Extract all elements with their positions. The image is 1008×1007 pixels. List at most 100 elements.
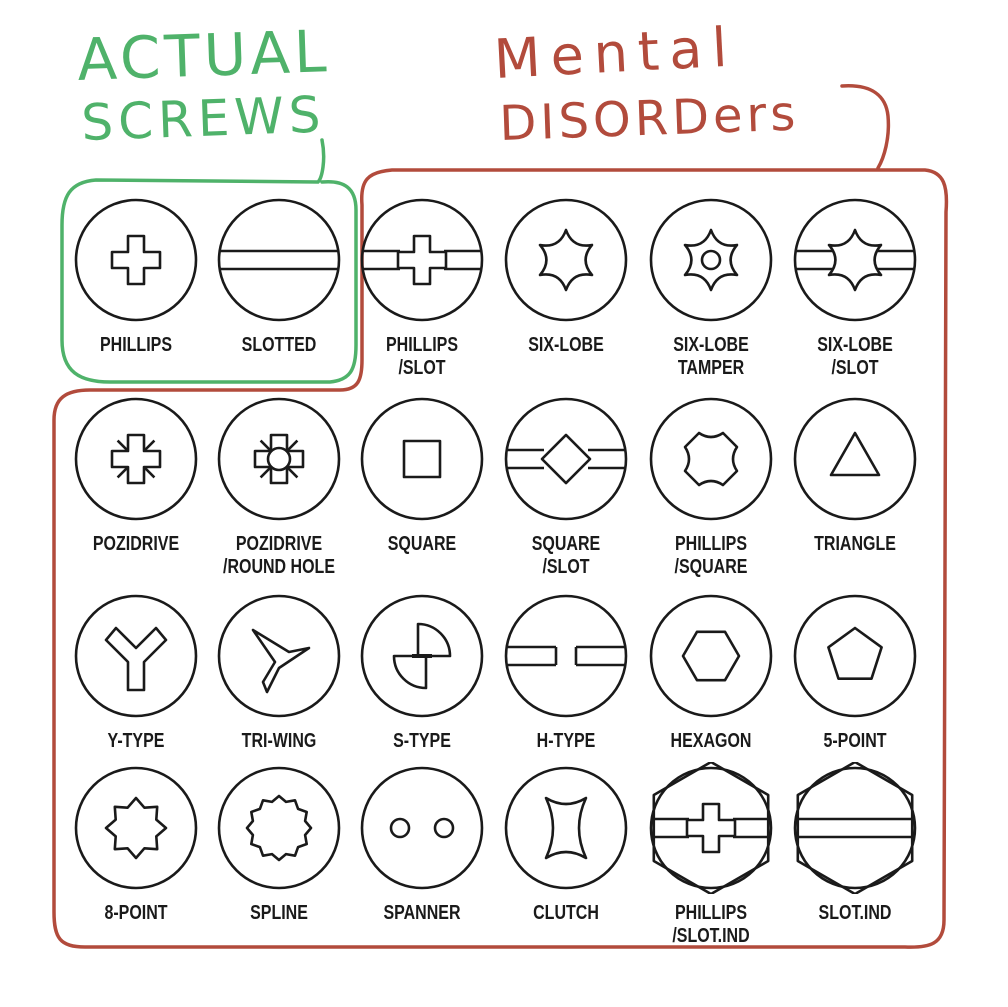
label-line: /SLOT.IND: [672, 925, 750, 947]
screw-head-s-type: S-TYPE: [352, 590, 492, 753]
spanner-icon: [360, 766, 484, 890]
eight-point-icon: [74, 766, 198, 890]
screw-head-label: PHILLIPS/SLOT.IND: [655, 902, 767, 948]
screw-head-pozidrive-round-hole: POZIDRIVE/ROUND HOLE: [209, 393, 349, 579]
label-line: PHILLIPS: [674, 902, 747, 924]
label-line: SIX-LOBE: [673, 334, 749, 356]
tri-wing-icon: [217, 594, 341, 718]
screw-head-label: 5-POINT: [799, 730, 911, 753]
screw-head-label: SPANNER: [366, 902, 478, 925]
label-line: /ROUND HOLE: [223, 556, 335, 578]
hexagon-icon: [649, 594, 773, 718]
screw-head-label: SQUARE: [366, 533, 478, 556]
screw-head-tri-wing: TRI-WING: [209, 590, 349, 753]
screw-head-label: SLOT.IND: [799, 902, 911, 925]
green-annotation-box: [60, 138, 358, 384]
screw-head-label: SIX-LOBE/SLOT: [799, 334, 911, 380]
screw-head-label: Y-TYPE: [80, 730, 192, 753]
screw-head-pozidrive: POZIDRIVE: [66, 393, 206, 556]
screw-head-label: POZIDRIVE: [80, 533, 192, 556]
screw-head-six-lobe-slot: SIX-LOBE/SLOT: [785, 194, 925, 380]
screw-head-slotted: SLOTTED: [209, 194, 349, 357]
label-line: SLOTTED: [241, 334, 317, 356]
h-type-icon: [504, 594, 628, 718]
phillips-slot-icon: [360, 198, 484, 322]
label-line: /SQUARE: [674, 556, 748, 578]
label-line: POZIDRIVE: [92, 533, 180, 555]
label-line: /SLOT: [542, 556, 590, 578]
six-lobe-tamper-icon: [649, 198, 773, 322]
phillips-icon: [74, 198, 198, 322]
screw-head-phillips-square: PHILLIPS/SQUARE: [641, 393, 781, 579]
screw-head-six-lobe: SIX-LOBE: [496, 194, 636, 357]
screw-head-label: TRI-WING: [223, 730, 335, 753]
triangle-icon: [793, 397, 917, 521]
screw-head-label: PHILLIPS/SQUARE: [655, 533, 767, 579]
screw-head-y-type: Y-TYPE: [66, 590, 206, 753]
screw-head-eight-point: 8-POINT: [66, 762, 206, 925]
label-line: /SLOT: [398, 357, 446, 379]
screw-head-label: 8-POINT: [80, 902, 192, 925]
label-line: SQUARE: [531, 533, 601, 555]
label-line: TAMPER: [677, 357, 745, 379]
screw-head-triangle: TRIANGLE: [785, 393, 925, 556]
screw-head-phillips: PHILLIPS: [66, 194, 206, 357]
s-type-icon: [360, 594, 484, 718]
screw-head-hexagon: HEXAGON: [641, 590, 781, 753]
screw-head-label: SLOTTED: [223, 334, 335, 357]
screw-head-spline: SPLINE: [209, 762, 349, 925]
red-annotation-outline: [52, 168, 949, 949]
label-line: POZIDRIVE: [235, 533, 323, 555]
screw-head-clutch: CLUTCH: [496, 762, 636, 925]
screw-head-label: CLUTCH: [510, 902, 622, 925]
label-line: 8-POINT: [104, 902, 168, 924]
red-annotation-line1: Mental: [492, 15, 738, 91]
red-annotation-line2: DISORDers: [498, 86, 800, 152]
screw-head-label: SQUARE/SLOT: [510, 533, 622, 579]
label-line: 5-POINT: [823, 730, 887, 752]
label-line: TRI-WING: [241, 730, 317, 752]
pozidrive-icon: [74, 397, 198, 521]
screw-head-label: POZIDRIVE/ROUND HOLE: [223, 533, 335, 579]
six-lobe-icon: [504, 198, 628, 322]
label-line: CLUTCH: [533, 902, 599, 924]
label-line: PHILLIPS: [99, 334, 172, 356]
green-annotation-line1: ACTUAL: [76, 17, 331, 94]
six-lobe-slot-icon: [793, 198, 917, 322]
slot-ind-icon: [793, 762, 917, 894]
label-line: SLOT.IND: [818, 902, 892, 924]
green-annotation-line2: SCREWS: [80, 86, 326, 152]
phillips-square-icon: [649, 397, 773, 521]
label-line: H-TYPE: [536, 730, 596, 752]
screw-head-h-type: H-TYPE: [496, 590, 636, 753]
label-line: SIX-LOBE: [817, 334, 893, 356]
label-line: SQUARE: [387, 533, 457, 555]
screw-head-spanner: SPANNER: [352, 762, 492, 925]
screw-head-label: H-TYPE: [510, 730, 622, 753]
screw-head-square-slot: SQUARE/SLOT: [496, 393, 636, 579]
screw-head-label: TRIANGLE: [799, 533, 911, 556]
spline-icon: [217, 766, 341, 890]
square-slot-icon: [504, 397, 628, 521]
screw-head-label: PHILLIPS/SLOT: [366, 334, 478, 380]
clutch-icon: [504, 766, 628, 890]
screw-head-square: SQUARE: [352, 393, 492, 556]
label-line: S-TYPE: [393, 730, 451, 752]
label-line: TRIANGLE: [814, 533, 896, 555]
label-line: SIX-LOBE: [528, 334, 604, 356]
pozidrive-round-hole-icon: [217, 397, 341, 521]
screw-head-five-point: 5-POINT: [785, 590, 925, 753]
label-line: PHILLIPS: [674, 533, 747, 555]
screw-head-slot-ind: SLOT.IND: [785, 762, 925, 925]
label-line: HEXAGON: [670, 730, 752, 752]
y-type-icon: [74, 594, 198, 718]
phillips-slot-ind-icon: [649, 762, 773, 894]
screw-head-label: S-TYPE: [366, 730, 478, 753]
label-line: SPLINE: [250, 902, 308, 924]
label-line: /SLOT: [831, 357, 879, 379]
square-icon: [360, 397, 484, 521]
five-point-icon: [793, 594, 917, 718]
screw-head-label: PHILLIPS: [80, 334, 192, 357]
